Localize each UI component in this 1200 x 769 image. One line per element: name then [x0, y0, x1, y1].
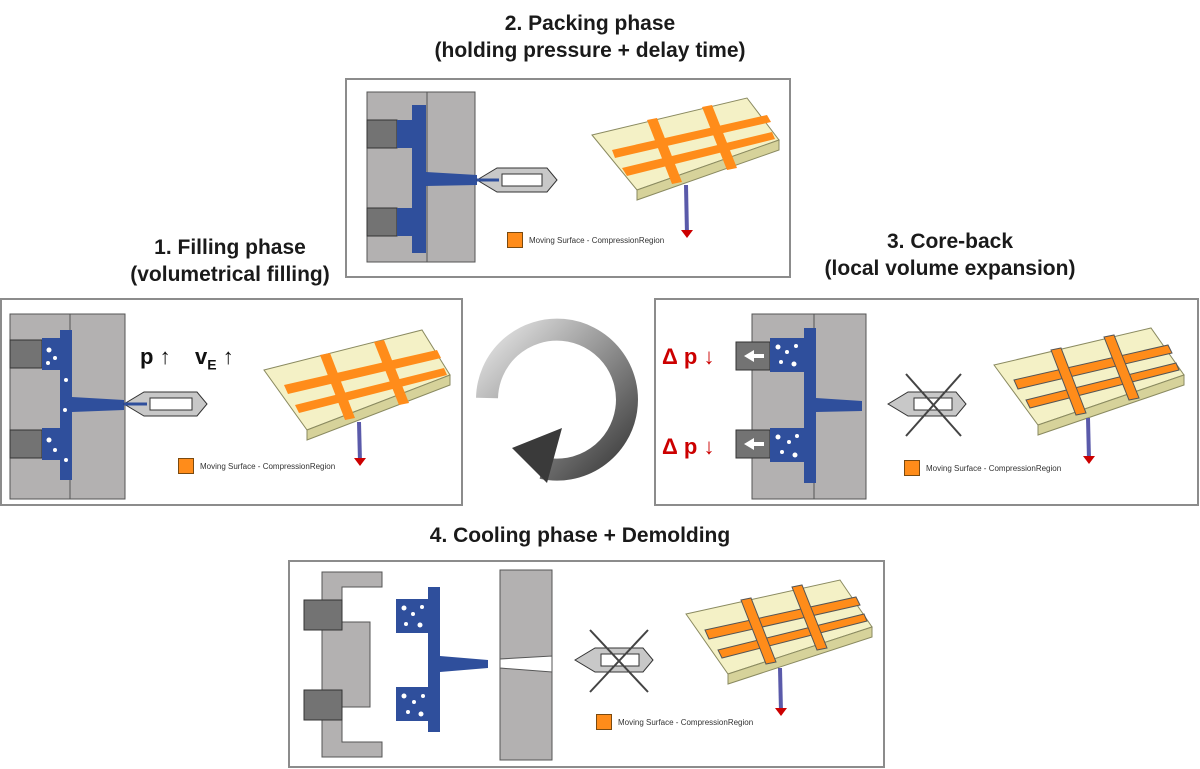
- velocity-up-arrow: ↑: [222, 344, 234, 369]
- delta-p-lower: Δ p ↓: [662, 434, 715, 459]
- pressure-up-arrow: ↑: [159, 344, 171, 369]
- coreback-phase-title: 3. Core-back (local volume expansion): [760, 228, 1140, 282]
- cooling-title-line1: 4. Cooling phase + Demolding: [429, 524, 731, 547]
- pressure-velocity-label: p ↑ vE ↑: [140, 344, 234, 372]
- filling-title-line2: (volumetrical filling): [130, 263, 330, 286]
- orange-swatch-icon: [904, 460, 920, 476]
- packing-title-line1: 2. Packing phase: [504, 12, 676, 35]
- pressure-symbol: p: [140, 344, 154, 369]
- orange-swatch-icon: [178, 458, 194, 474]
- packing-legend: Moving Surface - CompressionRegion: [507, 232, 664, 248]
- legend-text: Moving Surface - CompressionRegion: [618, 717, 754, 727]
- coreback-title-line1: 3. Core-back: [886, 230, 1014, 253]
- filling-phase-title: 1. Filling phase (volumetrical filling): [60, 234, 400, 288]
- packing-phase-title: 2. Packing phase (holding pressure + del…: [380, 10, 800, 64]
- cooling-legend: Moving Surface - CompressionRegion: [596, 714, 753, 730]
- cooling-illustration: [303, 569, 873, 761]
- packing-panel: Moving Surface - CompressionRegion: [345, 78, 791, 278]
- legend-text: Moving Surface - CompressionRegion: [926, 463, 1062, 473]
- cooling-phase-title: 4. Cooling phase + Demolding: [360, 522, 800, 549]
- velocity-symbol: v: [195, 344, 208, 369]
- filling-panel: p ↑ vE ↑ Moving Surface - CompressionReg…: [0, 298, 463, 506]
- filling-illustration: [9, 313, 451, 500]
- orange-swatch-icon: [507, 232, 523, 248]
- delta-p-upper: Δ p ↓: [662, 344, 715, 369]
- packing-illustration: [366, 91, 780, 263]
- coreback-title-line2: (local volume expansion): [824, 257, 1076, 280]
- legend-text: Moving Surface - CompressionRegion: [200, 461, 336, 471]
- coreback-legend: Moving Surface - CompressionRegion: [904, 460, 1061, 476]
- coreback-illustration: [735, 313, 1185, 500]
- velocity-subscript: E: [207, 356, 217, 373]
- cooling-panel: Moving Surface - CompressionRegion: [288, 560, 885, 768]
- packing-title-line2: (holding pressure + delay time): [434, 39, 746, 62]
- coreback-panel: Δ p ↓ Δ p ↓ Moving Surface - Compression…: [654, 298, 1199, 506]
- orange-swatch-icon: [596, 714, 612, 730]
- filling-title-line1: 1. Filling phase: [154, 236, 306, 259]
- filling-legend: Moving Surface - CompressionRegion: [178, 458, 335, 474]
- legend-text: Moving Surface - CompressionRegion: [529, 235, 665, 245]
- cycle-arrow-icon: [476, 318, 638, 483]
